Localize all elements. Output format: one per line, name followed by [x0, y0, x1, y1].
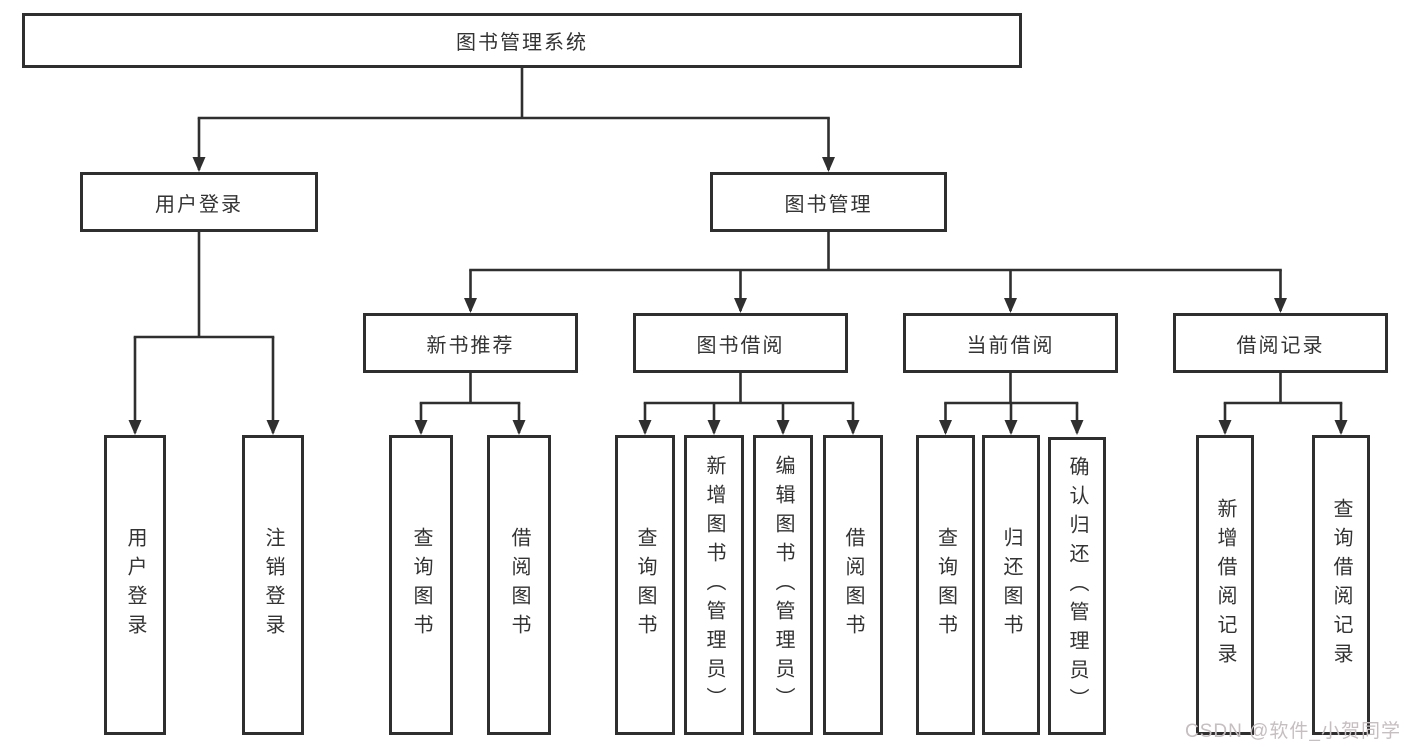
leaf-query-books-current-label: 查询图书: [934, 527, 957, 643]
leaf-query-borrow-record-label: 查询借阅记录: [1330, 498, 1352, 672]
leaf-borrow-books-recommend: 借阅图书: [487, 435, 551, 735]
node-book-management: 图书管理: [710, 172, 947, 232]
leaf-add-book-admin: 新增图书（管理员）: [684, 435, 744, 735]
node-current-borrow: 当前借阅: [903, 313, 1118, 373]
leaf-borrow-books-2: 借阅图书: [823, 435, 883, 735]
node-book-management-label: 图书管理: [784, 193, 873, 216]
leaf-add-borrow-record-label: 新增借阅记录: [1214, 498, 1236, 672]
leaf-logout-label: 注销登录: [262, 527, 284, 643]
leaf-confirm-return-admin: 确认归还（管理员）: [1048, 437, 1106, 735]
csdn-watermark: CSDN @软件_小贺同学: [1185, 721, 1401, 742]
leaf-query-books-recommend-label: 查询图书: [410, 527, 432, 643]
node-new-book-recommend-label: 新书推荐: [426, 334, 515, 357]
leaf-edit-book-admin-label: 编辑图书（管理员）: [772, 454, 794, 716]
node-root-label: 图书管理系统: [456, 32, 588, 54]
leaf-borrow-books-recommend-label: 借阅图书: [508, 527, 530, 643]
node-book-borrow-label: 图书借阅: [696, 334, 785, 357]
leaf-user-login-label: 用户登录: [124, 527, 146, 643]
leaf-query-borrow-record: 查询借阅记录: [1312, 435, 1370, 735]
node-book-borrow: 图书借阅: [633, 313, 848, 373]
leaf-confirm-return-admin-label: 确认归还（管理员）: [1066, 455, 1088, 717]
leaf-user-login: 用户登录: [104, 435, 166, 735]
node-borrow-records: 借阅记录: [1173, 313, 1388, 373]
leaf-add-borrow-record: 新增借阅记录: [1196, 435, 1254, 735]
leaf-query-books-recommend: 查询图书: [389, 435, 453, 735]
node-user-login-label: 用户登录: [155, 193, 243, 216]
leaf-borrow-books-2-label: 借阅图书: [842, 527, 864, 643]
node-user-login: 用户登录: [80, 172, 318, 232]
leaf-query-books-current: 查询图书: [916, 435, 975, 735]
node-root: 图书管理系统: [22, 13, 1022, 68]
leaf-return-book: 归还图书: [982, 435, 1040, 735]
leaf-return-book-label: 归还图书: [1000, 527, 1022, 643]
node-new-book-recommend: 新书推荐: [363, 313, 578, 373]
leaf-query-books-borrow: 查询图书: [615, 435, 675, 735]
node-borrow-records-label: 借阅记录: [1236, 334, 1325, 357]
leaf-query-books-borrow-label: 查询图书: [634, 527, 656, 643]
leaf-add-book-admin-label: 新增图书（管理员）: [703, 454, 725, 716]
leaf-edit-book-admin: 编辑图书（管理员）: [753, 435, 813, 735]
node-current-borrow-label: 当前借阅: [966, 334, 1055, 357]
leaf-logout: 注销登录: [242, 435, 304, 735]
